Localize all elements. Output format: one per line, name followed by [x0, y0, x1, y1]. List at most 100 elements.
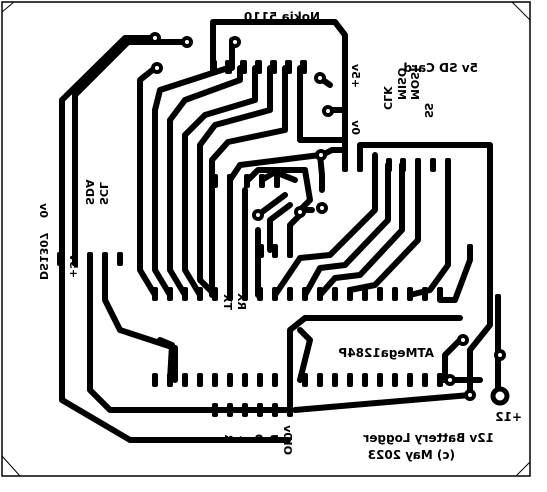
atmega-top-pin-pad	[152, 287, 158, 301]
pad-plus12	[490, 386, 510, 406]
right-side-pads	[467, 244, 501, 352]
label-sd-card: 5v SD Card	[403, 61, 478, 75]
atmega-top-pin-pad	[287, 287, 293, 301]
atmega-top-pin-pad	[167, 287, 173, 301]
atmega-bottom-pin-pad	[422, 373, 428, 387]
corner-mark-tl	[1, 1, 15, 13]
label-r: R	[222, 434, 235, 443]
atmega-bottom-pin-pad	[227, 373, 233, 387]
atmega-top-pin-pad	[332, 287, 338, 301]
label-scl: SCL	[97, 182, 110, 205]
atmega-bottom-pin-pad	[272, 373, 278, 387]
atmega-top-pin-pad	[422, 287, 428, 301]
sd-header-pads	[342, 158, 451, 172]
atmega-bottom-pin-pad	[197, 373, 203, 387]
atmega-bottom-pin-pad	[302, 373, 308, 387]
atmega-top-pin-pad	[437, 287, 443, 301]
corner-mark-tr	[511, 1, 531, 21]
atmega-top-pin-pad	[197, 287, 203, 301]
nokia-header-pads	[210, 60, 307, 74]
pads	[57, 32, 510, 417]
atmega-bottom-pin-pad	[332, 373, 338, 387]
trace-sd-clk	[317, 162, 405, 298]
atmega-bottom-pin-pad	[167, 373, 173, 387]
title-text: 12v Battery Logger	[363, 431, 494, 445]
trace-sd-mosi	[302, 162, 391, 298]
atmega-bottom-pin-pad	[152, 373, 158, 387]
atmega-bottom-pin-pad	[212, 373, 218, 387]
corner-mark-bl	[1, 455, 21, 477]
label-plus12: +12	[495, 410, 522, 424]
label-ok: OK	[281, 437, 294, 455]
label-0v-left: 0v	[37, 202, 50, 218]
label-rx: RX	[235, 293, 248, 310]
atmega-top-pin-pad	[362, 287, 368, 301]
label-mosi: MOSI	[408, 68, 421, 100]
corner-mark-br	[515, 461, 531, 477]
atmega-bottom-pin-pad	[242, 373, 248, 387]
atmega-top-pin-pad	[302, 287, 308, 301]
atmega-bottom-pin-pad	[392, 373, 398, 387]
rtc-header-pads	[57, 252, 123, 266]
trace-mid-6	[287, 207, 315, 253]
trace-nokia-4	[182, 65, 258, 298]
label-l: L	[237, 436, 250, 443]
atmega-top-pin-pad	[317, 287, 323, 301]
label-plus5v-sd: +5v	[349, 63, 362, 88]
label-u: U	[267, 434, 280, 443]
trace-mid-5	[267, 202, 293, 253]
atmega-bottom-pin-pad	[182, 373, 188, 387]
label-tx: TX	[221, 293, 234, 310]
trace-mid-3	[259, 169, 298, 183]
atmega-bottom-pin-pad	[362, 373, 368, 387]
atmega-bottom-pin-pad	[437, 373, 443, 387]
copyright-text: (c) May 2023	[368, 448, 455, 462]
atmega-bottom-pin-pad	[257, 373, 263, 387]
trace-mid-2	[245, 167, 313, 213]
atmega-top-row-pads	[152, 287, 443, 301]
label-miso: MISO	[395, 68, 408, 100]
label-nokia: Nokia 5110	[244, 10, 320, 24]
label-d: D	[252, 434, 265, 443]
atmega-top-pin-pad	[392, 287, 398, 301]
atmega-top-pin-pad	[257, 287, 263, 301]
atmega-top-pin-pad	[347, 287, 353, 301]
atmega-bottom-pin-pad	[407, 373, 413, 387]
label-0v-bottom: 0v	[281, 424, 294, 440]
atmega-bottom-pin-pad	[377, 373, 383, 387]
trace-sd-right	[407, 162, 451, 298]
top-via-pads	[149, 32, 506, 401]
trace-outer-left-loop	[59, 35, 291, 443]
label-0v-sd: 0v	[349, 119, 362, 135]
label-ds1307: DS1307	[37, 232, 50, 280]
trace-nokia-5	[197, 65, 273, 298]
atmega-top-pin-pad	[212, 287, 218, 301]
trace-sd-miso	[347, 162, 421, 293]
trace-top-bar	[210, 19, 348, 168]
trace-nokia-2	[152, 65, 231, 298]
trace-bottom-left	[297, 327, 313, 383]
trace-nokia-1	[137, 65, 158, 298]
trace-atmega-left	[157, 337, 175, 383]
middle-row-pads	[212, 174, 293, 258]
trace-sd-ss	[272, 152, 378, 298]
trace-right-460	[442, 337, 463, 383]
label-ss: SS	[422, 103, 435, 118]
bottom-header-pads	[212, 403, 293, 417]
trace-nokia-6	[209, 65, 288, 298]
trace-nokia-3	[167, 65, 243, 298]
silkscreen-labels: Nokia 5110 5v SD Card MISO MOSI CLK SS +…	[37, 10, 522, 462]
atmega-bottom-pin-pad	[317, 373, 323, 387]
atmega-top-pin-pad	[242, 287, 248, 301]
label-sda: SDA	[83, 179, 96, 205]
label-clk: CLK	[381, 86, 394, 110]
atmega-top-pin-pad	[272, 287, 278, 301]
atmega-top-pin-pad	[227, 287, 233, 301]
trace-left-sda	[102, 257, 178, 383]
label-plus5v-left: +5v	[67, 253, 80, 278]
atmega-top-pin-pad	[182, 287, 188, 301]
atmega-top-pin-pad	[377, 287, 383, 301]
atmega-bottom-pin-pad	[287, 373, 293, 387]
atmega-bottom-row-pads	[152, 373, 443, 387]
